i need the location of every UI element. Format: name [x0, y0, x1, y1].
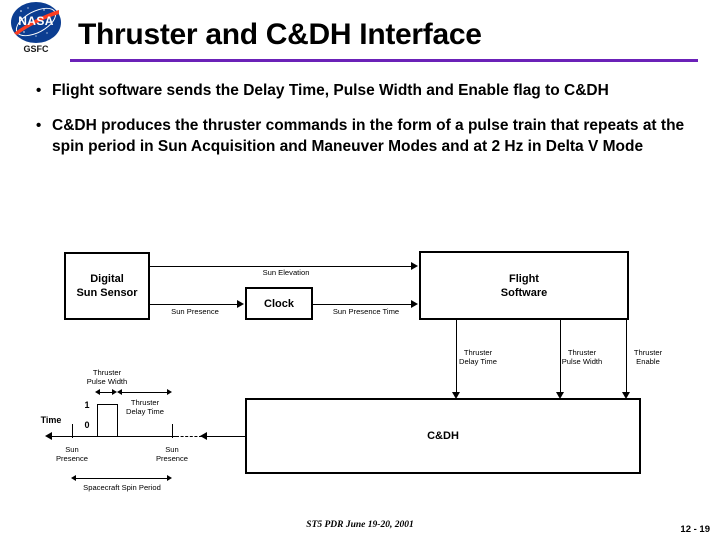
signal-label-line1: Thruster — [633, 348, 663, 357]
block-label-line2: Software — [500, 286, 548, 299]
arrow-thruster-pulse-width — [556, 392, 564, 399]
signal-label-sun-presence-time: Sun Presence Time — [332, 307, 400, 316]
waveform-label-sun-presence-1: Sun Presence — [32, 445, 112, 463]
waveform-level-low: 0 — [84, 420, 90, 430]
dimension-label-line2: Pulse Width — [86, 377, 128, 386]
waveform-pulse-rising-edge — [97, 404, 98, 436]
dimension-arrow-spin-period-left — [71, 475, 76, 481]
signal-label-sun-elevation: Sun Elevation — [262, 268, 310, 277]
footer-text: ST5 PDR June 19-20, 2001 — [306, 520, 414, 530]
dimension-label-line2: Delay Time — [126, 407, 164, 416]
waveform-label-sun-presence-2: Sun Presence — [132, 445, 212, 463]
waveform-tick-sun-presence-2 — [172, 424, 173, 438]
block-label-line2: Sun Sensor — [76, 287, 138, 299]
waveform-level-high: 1 — [84, 400, 90, 410]
signal-label-thruster-delay-time: Thruster Delay Time — [438, 348, 518, 366]
block-label-line1: Flight — [509, 272, 539, 285]
dimension-line-delay-time — [120, 392, 170, 393]
block-diagram: Digital Sun Sensor Clock Flight Software… — [0, 236, 720, 506]
waveform-pulse-falling-edge — [117, 404, 118, 436]
signal-label-line2: Pulse Width — [561, 357, 603, 366]
block-clock: Clock — [245, 287, 313, 320]
block-label-line1: Digital — [90, 273, 124, 285]
signal-line-sun-presence-time — [313, 304, 412, 305]
block-label: C&DH — [427, 430, 459, 442]
dimension-arrow-delay-time-left — [117, 389, 122, 395]
arrow-thruster-delay-time — [452, 392, 460, 399]
arrow-sun-elevation — [411, 262, 418, 270]
dimension-label-line1: Thruster — [130, 398, 160, 407]
waveform-time-axis — [52, 436, 176, 437]
signal-line-cdh-output-dashed — [176, 436, 202, 437]
page-number: 12 - 19 — [680, 524, 710, 535]
waveform-tick-sun-presence-1 — [72, 424, 73, 438]
signal-line-thruster-pulse-width — [560, 320, 561, 394]
arrow-thruster-enable — [622, 392, 630, 399]
signal-line-sun-elevation — [150, 266, 412, 267]
bullet-list: • Flight software sends the Delay Time, … — [30, 80, 700, 171]
signal-label-line1: Thruster — [463, 348, 493, 357]
page-title: Thruster and C&DH Interface — [78, 18, 482, 51]
bullet-marker: • — [36, 82, 42, 99]
signal-label-line1: Thruster — [567, 348, 597, 357]
logo-swoosh — [14, 10, 59, 35]
dimension-arrow-delay-time-right — [167, 389, 172, 395]
signal-label-sun-presence: Sun Presence — [171, 307, 219, 316]
signal-line-sun-presence — [150, 304, 238, 305]
arrow-sun-presence — [237, 300, 244, 308]
logo-wordmark: NASA — [18, 14, 54, 28]
block-cdh: C&DH — [245, 398, 641, 474]
dimension-label-line1: Thruster — [92, 368, 122, 377]
dimension-arrow-pulse-width-right — [112, 389, 117, 395]
nasa-logo: NASA GSFC — [4, 1, 68, 56]
arrow-time-axis — [45, 432, 52, 440]
dimension-label-pulse-width: Thruster Pulse Width — [67, 368, 147, 386]
dimension-line-spin-period — [75, 478, 170, 479]
arrow-sun-presence-time — [411, 300, 418, 308]
bullet-item: • C&DH produces the thruster commands in… — [30, 115, 700, 157]
dimension-label-spin-period: Spacecraft Spin Period — [83, 483, 161, 492]
signal-label-line2: Enable — [636, 357, 660, 366]
block-digital-sun-sensor: Digital Sun Sensor — [64, 252, 150, 320]
signal-label-thruster-enable: Thruster Enable — [608, 348, 688, 366]
signal-line-thruster-delay-time — [456, 320, 457, 394]
dimension-label-delay-time: Thruster Delay Time — [105, 398, 185, 416]
dimension-arrow-pulse-width-left — [95, 389, 100, 395]
bullet-marker: • — [36, 117, 42, 134]
arrow-cdh-output — [200, 432, 207, 440]
signal-label-line2: Delay Time — [459, 357, 497, 366]
waveform-label-line1: Sun — [65, 445, 79, 454]
dimension-line-pulse-width — [99, 392, 115, 393]
signal-label-thruster-pulse-width: Thruster Pulse Width — [542, 348, 622, 366]
waveform-time-label: Time — [40, 415, 62, 425]
waveform-pulse-top — [97, 404, 118, 405]
waveform-label-line2: Presence — [155, 454, 189, 463]
bullet-text: C&DH produces the thruster commands in t… — [52, 117, 685, 155]
signal-line-cdh-output — [205, 436, 247, 437]
gsfc-label: GSFC — [23, 44, 49, 54]
block-label: Clock — [264, 297, 294, 310]
bullet-text: Flight software sends the Delay Time, Pu… — [52, 82, 609, 99]
waveform-label-line1: Sun — [165, 445, 179, 454]
logo-stars — [20, 7, 52, 37]
block-flight-software: Flight Software — [419, 251, 629, 320]
waveform-label-line2: Presence — [55, 454, 89, 463]
bullet-item: • Flight software sends the Delay Time, … — [30, 80, 700, 101]
signal-line-thruster-enable — [626, 320, 627, 394]
dimension-arrow-spin-period-right — [167, 475, 172, 481]
title-underline — [70, 59, 698, 62]
nasa-meatball-icon: NASA — [11, 1, 61, 43]
